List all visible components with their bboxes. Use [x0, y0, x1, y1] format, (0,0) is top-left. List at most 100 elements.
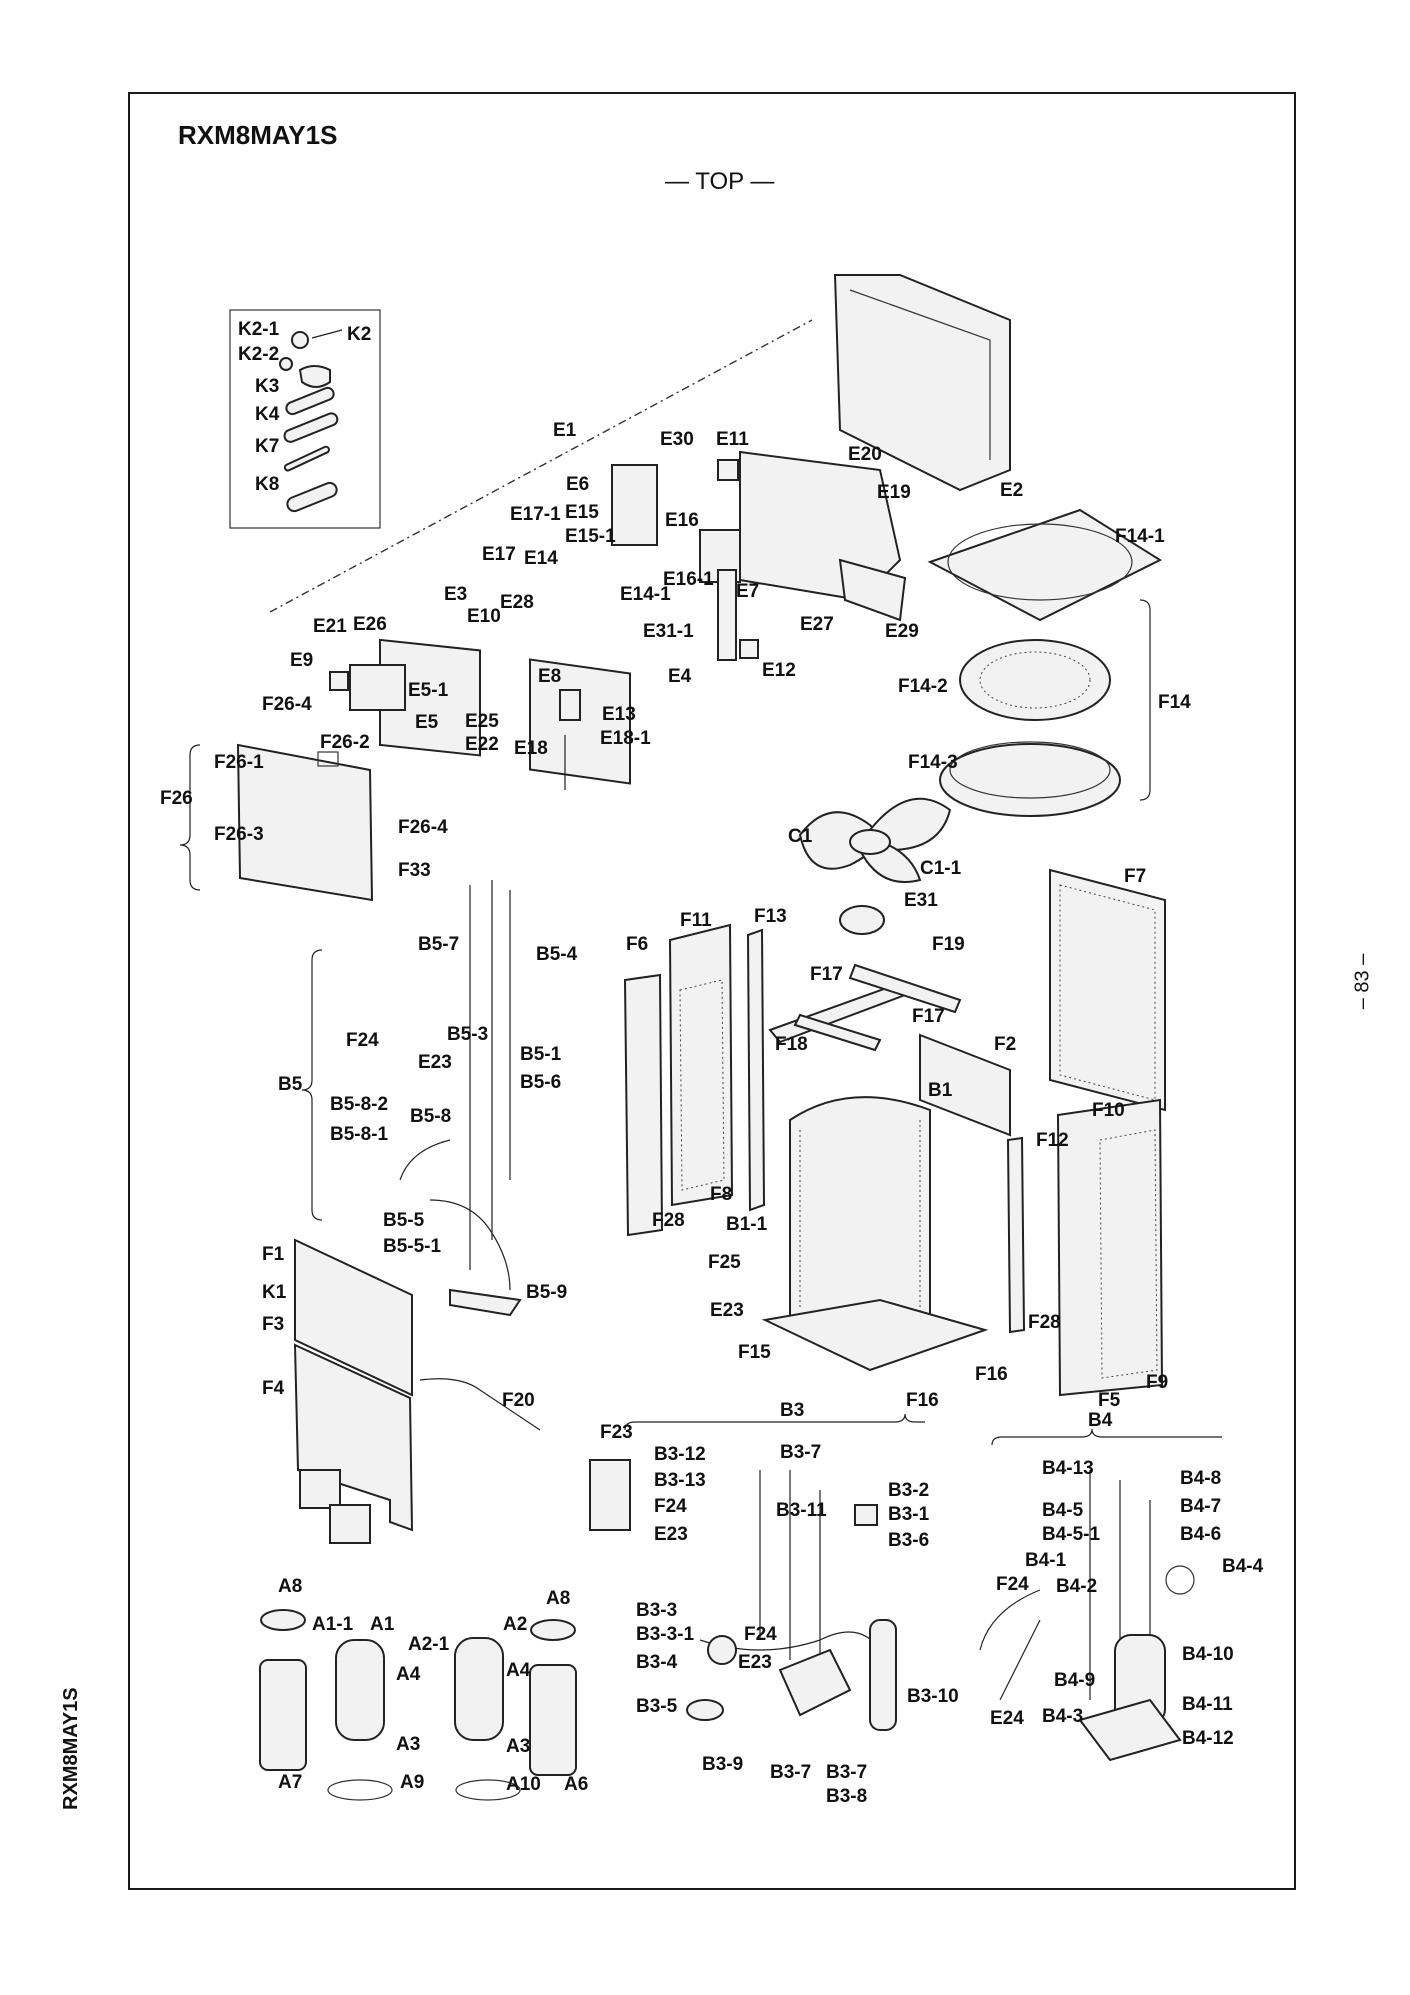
part-label-b4-4: B4-4 — [1222, 1556, 1264, 1577]
part-label-f26-3: F26-3 — [214, 824, 264, 845]
part-label-f24-c: F24 — [996, 1574, 1029, 1595]
part-label-e23-c: E23 — [654, 1524, 688, 1545]
part-label-b4-12: B4-12 — [1182, 1728, 1234, 1749]
part-label-f6: F6 — [626, 934, 648, 955]
part-label-e21: E21 — [313, 616, 347, 637]
part-label-c1-1: C1-1 — [920, 858, 962, 879]
part-label-b4-8: B4-8 — [1180, 1468, 1221, 1489]
accessory-box — [229, 309, 381, 529]
part-label-e13: E13 — [602, 704, 636, 725]
part-label-f28-a: F28 — [652, 1210, 685, 1231]
part-label-b5-1: B5-1 — [520, 1044, 562, 1065]
part-label-b4: B4 — [1088, 1410, 1113, 1431]
part-label-a4-right: A4 — [506, 1660, 531, 1681]
propeller-fan — [798, 797, 952, 883]
part-label-b3-1: B3-1 — [888, 1504, 930, 1525]
piping-b4 — [979, 1470, 1195, 1762]
left-side-grilles — [623, 923, 766, 1237]
part-label-b3-8: B3-8 — [826, 1786, 867, 1807]
e1-bracket — [269, 319, 813, 613]
part-label-e4: E4 — [668, 666, 692, 687]
part-label-k2-2: K2-2 — [238, 344, 279, 365]
part-label-e9: E9 — [290, 650, 313, 671]
part-label-a4-left: A4 — [396, 1664, 421, 1685]
part-label-f11: F11 — [680, 910, 712, 931]
part-label-e31: E31 — [904, 890, 938, 911]
part-label-e5-1: E5-1 — [408, 680, 449, 701]
part-label-b3-9: B3-9 — [702, 1754, 743, 1775]
part-label-f26-1: F26-1 — [214, 752, 264, 773]
part-label-b3-3-1: B3-3-1 — [636, 1624, 695, 1645]
part-label-b3-2: B3-2 — [888, 1480, 929, 1501]
part-label-e8: E8 — [538, 666, 561, 687]
part-label-f5: F5 — [1098, 1390, 1121, 1411]
top-frame — [768, 905, 962, 1052]
part-label-f14-1: F14-1 — [1115, 526, 1165, 547]
part-label-a1: A1 — [370, 1614, 395, 1635]
view-label: — TOP — — [665, 168, 775, 195]
switch-box — [329, 450, 907, 790]
part-label-f33: F33 — [398, 860, 431, 881]
part-label-f16-b: F16 — [906, 1390, 939, 1411]
drawing-frame — [128, 92, 1296, 1890]
part-label-e31-1: E31-1 — [643, 621, 694, 642]
right-grilles — [1006, 868, 1166, 1397]
part-label-b3-3: B3-3 — [636, 1600, 677, 1621]
piping-b5 — [301, 880, 522, 1317]
part-label-f19: F19 — [932, 934, 965, 955]
part-label-e25: E25 — [465, 711, 499, 732]
part-label-e17: E17 — [482, 544, 516, 565]
part-label-e1: E1 — [553, 420, 577, 441]
part-label-k2-1: K2-1 — [238, 319, 280, 340]
part-label-f8: F8 — [710, 1184, 732, 1205]
part-label-f3: F3 — [262, 1314, 284, 1335]
part-label-f15: F15 — [738, 1342, 771, 1363]
part-label-e10: E10 — [467, 606, 501, 627]
part-label-b5-4: B5-4 — [536, 944, 578, 965]
part-label-e14: E14 — [524, 548, 558, 569]
part-label-k3: K3 — [255, 376, 279, 397]
part-label-b3-7-bot-b: B3-7 — [826, 1762, 867, 1783]
part-label-b5-5: B5-5 — [383, 1210, 425, 1231]
part-label-f17-top: F17 — [810, 964, 843, 985]
part-label-b5-8-2: B5-8-2 — [330, 1094, 388, 1115]
part-label-f23: F23 — [600, 1422, 633, 1443]
model-title: RXM8MAY1S — [178, 120, 338, 150]
part-label-b4-3: B4-3 — [1042, 1706, 1083, 1727]
accessory-parts — [279, 329, 343, 513]
part-label-e16-1: E16-1 — [663, 569, 714, 590]
part-label-e23-d: E23 — [738, 1652, 772, 1673]
part-label-f14: F14 — [1158, 692, 1191, 713]
part-label-b5-9: B5-9 — [526, 1282, 567, 1303]
part-label-e18-1: E18-1 — [600, 728, 651, 749]
part-label-f2: F2 — [994, 1034, 1016, 1055]
part-label-b5-5-1: B5-5-1 — [383, 1236, 442, 1257]
part-label-a1-1: A1-1 — [312, 1614, 354, 1635]
part-label-b5-8: B5-8 — [410, 1106, 451, 1127]
part-label-e30: E30 — [660, 429, 694, 450]
part-label-k2: K2 — [347, 324, 371, 345]
part-label-f26: F26 — [160, 788, 193, 809]
part-label-e29: E29 — [885, 621, 919, 642]
part-label-e20: E20 — [848, 444, 882, 465]
part-label-f24-d: F24 — [744, 1624, 777, 1645]
part-label-b4-5-1: B4-5-1 — [1042, 1524, 1101, 1545]
part-label-e23-a: E23 — [418, 1052, 452, 1073]
part-label-f7: F7 — [1124, 866, 1146, 887]
b4-bracket — [991, 1428, 1222, 1446]
b3-bracket — [624, 1413, 925, 1431]
part-label-e15: E15 — [565, 502, 599, 523]
part-label-a6: A6 — [564, 1774, 588, 1795]
part-label-b5-8-1: B5-8-1 — [330, 1124, 389, 1145]
part-label-e2: E2 — [1000, 480, 1023, 501]
part-label-a8-right: A8 — [546, 1588, 570, 1609]
part-label-a9: A9 — [400, 1772, 424, 1793]
top-panel — [833, 274, 1011, 492]
part-label-b4-2: B4-2 — [1056, 1576, 1097, 1597]
part-label-b3-4: B3-4 — [636, 1652, 678, 1673]
part-label-a10: A10 — [506, 1774, 541, 1795]
part-label-b3: B3 — [780, 1400, 804, 1421]
compressors — [259, 1609, 577, 1801]
